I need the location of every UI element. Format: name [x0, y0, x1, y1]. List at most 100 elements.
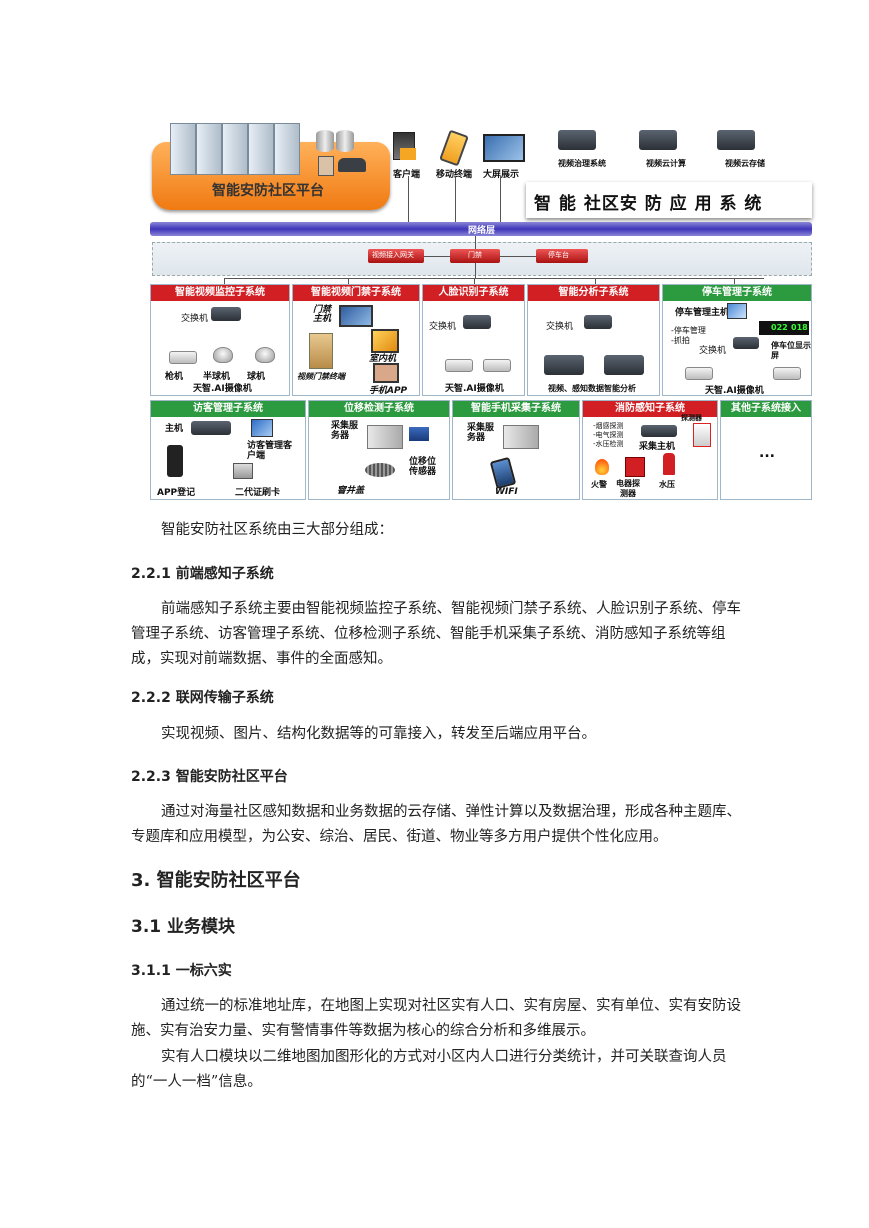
section-2-2-3-body: 通过对海量社区感知数据和业务数据的云存储、弹性计算以及数据治理，形成各种主题库、…	[131, 804, 741, 845]
big-screen-icon	[483, 134, 525, 162]
intro-paragraph: 智能安防社区系统由三大部分组成：	[161, 522, 393, 538]
panel-parking: 停车管理子系统 停车管理主机 022 018 -停车管理 -抓拍 交换机 停车位…	[662, 284, 812, 396]
collector-label: 采集服务器	[467, 423, 495, 443]
switch-icon	[733, 337, 759, 349]
door-terminal-label: 视频门禁终端	[297, 372, 345, 381]
collector-label: 采集服务器	[331, 421, 359, 441]
parking-display-right: 018	[791, 323, 808, 332]
video-cloud-storage-label: 视频云存储	[725, 159, 765, 168]
host-label: 主机	[165, 424, 184, 434]
app-register-label: APP登记	[157, 488, 196, 498]
panel-title: 消防感知子系统	[583, 401, 717, 417]
panel-title: 智能视频门禁子系统	[293, 285, 419, 301]
sensor-label: 位移位传感器	[409, 457, 437, 477]
manhole-cover-icon	[365, 463, 395, 477]
wifi-label: WIFI	[495, 487, 518, 497]
detector-label: 探测器	[681, 414, 702, 422]
panel-fire-sensing: 消防感知子系统 -烟感探测 -电气探测 -水压检测 采集主机 探测器 火警 电器…	[582, 400, 718, 500]
section-3-1-1-title: 3.1.1 一标六实	[131, 963, 232, 979]
network-layer-bar	[150, 222, 812, 236]
panel-title: 智能手机采集子系统	[453, 401, 579, 417]
electric-label: 电器探测器	[616, 479, 640, 498]
phone-app-label: 手机APP	[369, 386, 408, 396]
ptz-camera-icon	[255, 347, 275, 363]
server-rack-icon	[170, 123, 196, 175]
phone-icon	[167, 445, 183, 477]
database-icon	[336, 130, 354, 152]
collector-server-icon	[367, 425, 403, 449]
connector-line	[475, 263, 476, 278]
switch-icon	[584, 315, 612, 329]
panel-title: 智能分析子系统	[528, 285, 659, 301]
ptz-label: 球机	[247, 372, 266, 382]
indoor-unit-icon	[371, 329, 399, 353]
panel-smart-analysis: 智能分析子系统 交换机 视频、感知数据智能分析	[527, 284, 660, 396]
client-label: 客户端	[393, 170, 421, 180]
switch-label: 交换机	[699, 346, 727, 356]
analysis-server-icon	[544, 355, 584, 375]
section-2-2-2-body: 实现视频、图片、结构化数据等的可靠接入，转发至后端应用平台。	[161, 726, 596, 742]
fire-alarm-icon	[595, 459, 609, 475]
panel-video-door: 智能视频门禁子系统 门禁 主机 室内机 视频门禁终端 手机APP	[292, 284, 420, 396]
parking-host-label: 停车管理主机	[675, 308, 730, 318]
ai-camera-icon	[685, 367, 713, 380]
id-card-label: 二代证刷卡	[235, 488, 281, 498]
dome-label: 半球机	[203, 372, 231, 382]
platform-title: 智能安防社区平台	[212, 183, 324, 199]
id-card-reader-icon	[233, 463, 253, 479]
connector-line	[500, 176, 501, 224]
gateway-door	[450, 249, 500, 263]
gateway-video-access-label: 视频接入网关	[372, 251, 414, 259]
switch-label: 交换机	[429, 322, 457, 332]
dome-camera-icon	[213, 347, 233, 363]
parking-monitor-icon	[727, 303, 747, 319]
section-3-title: 3. 智能安防社区平台	[131, 870, 301, 891]
ai-camera-label: 天智.AI摄像机	[705, 386, 764, 396]
connector-line	[424, 256, 450, 257]
server-rack-icon	[196, 123, 222, 175]
host-icon	[191, 421, 231, 435]
phone-app-icon	[373, 363, 399, 383]
panel-other: 其他子系统接入 ...	[720, 400, 812, 500]
switch-label: 交换机	[546, 322, 574, 332]
ai-camera-icon	[445, 359, 473, 372]
parking-mgmt-label: -停车管理	[671, 326, 706, 335]
app-system-banner	[526, 182, 812, 218]
electric-detector-icon	[625, 457, 645, 477]
door-terminal-icon	[309, 333, 333, 369]
indoor-unit-label: 室内机	[369, 354, 397, 364]
connector-line	[408, 176, 409, 224]
connector-line	[474, 278, 475, 284]
panel-title: 位移检测子系统	[309, 401, 449, 417]
analysis-label: 视频、感知数据智能分析	[548, 384, 636, 393]
switch-label: 交换机	[181, 314, 209, 324]
panel-visitor: 访客管理子系统 主机 访客管理客户端 APP登记 二代证刷卡	[150, 400, 306, 500]
panel-face-recognition: 人脸识别子系统 交换机 天智.AI摄像机	[422, 284, 525, 396]
visitor-client-label: 访客管理客户端	[247, 441, 293, 461]
connector-line	[595, 278, 596, 284]
connector-line	[348, 278, 349, 284]
water-pressure-detect-label: -水压检测	[593, 440, 624, 448]
electric-detect-label: -电气探测	[593, 431, 624, 439]
app-system-title: 智 能 社区安 防 应 用 系 统	[534, 194, 763, 214]
panel-video-surveillance: 智能视频监控子系统 交换机 枪机 半球机 球机 天智.AI摄像机	[150, 284, 290, 396]
car-icon	[338, 158, 366, 172]
bullet-camera-icon	[169, 351, 197, 364]
video-cloud-compute-label: 视频云计算	[646, 159, 686, 168]
section-3-1-1-paragraph-2: 实有人口模块以二维地图加图形化的方式对小区内人口进行分类统计，并可关联查询人员的…	[131, 1049, 727, 1090]
section-3-1-1-paragraph-1: 通过统一的标准地址库，在地图上实现对社区实有人口、实有房屋、实有单位、实有安防设…	[131, 998, 741, 1039]
switch-icon	[463, 315, 491, 329]
water-pressure-label: 水压	[659, 480, 675, 489]
ai-camera-icon	[773, 367, 801, 380]
video-governance-label: 视频治理系统	[558, 159, 606, 168]
smoke-detect-label: -烟感探测	[593, 422, 624, 430]
parking-screen-label: 停车位显示屏	[771, 341, 811, 360]
panel-displacement: 位移检测子系统 采集服务器 位移位传感器 窨井盖	[308, 400, 450, 500]
big-screen-label: 大屏展示	[483, 170, 520, 180]
client-box-icon	[400, 148, 416, 160]
section-2-2-2-title: 2.2.2 联网传输子系统	[131, 690, 274, 706]
gateway-parking	[536, 249, 588, 263]
panel-title: 智能视频监控子系统	[151, 285, 289, 301]
video-governance-icon	[558, 130, 596, 150]
video-cloud-storage-icon	[717, 130, 755, 150]
